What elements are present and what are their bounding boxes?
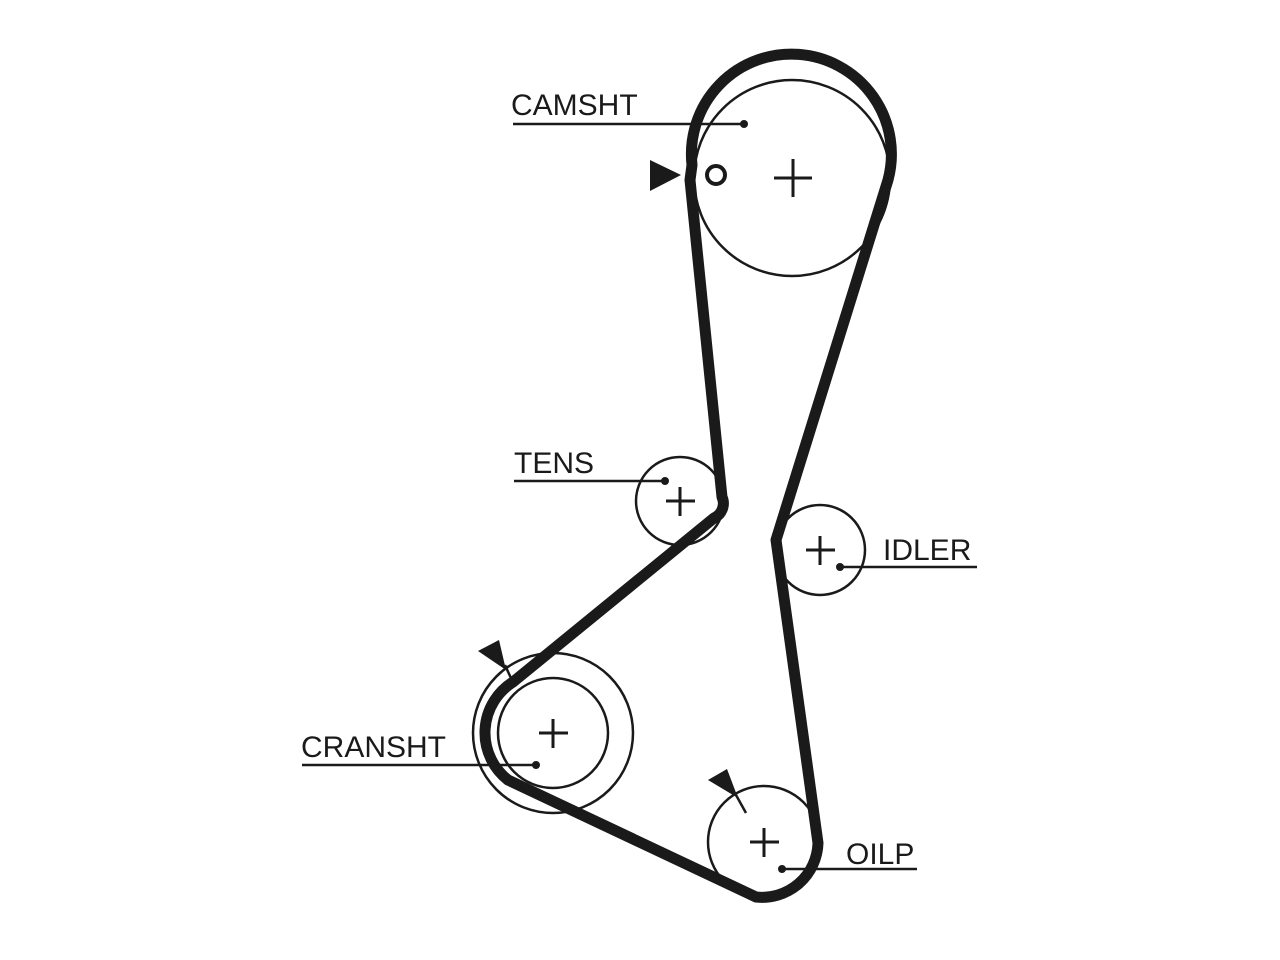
oil-pump-timing-line [734, 794, 748, 814]
idler-label: IDLER [883, 534, 971, 567]
crankshaft-label: CRANSHT [301, 731, 446, 764]
crankshaft-pulley [471, 640, 635, 815]
oil-pump-timing-arrow-icon [708, 769, 738, 798]
camshaft-timing-arrow-icon [650, 160, 681, 191]
timing-belt [479, 48, 897, 903]
idler-pulley [773, 503, 867, 597]
leader-lines [302, 120, 977, 873]
tensioner-pulley [634, 455, 726, 547]
oil-pump-label: OILP [846, 838, 914, 871]
tensioner-label: TENS [514, 447, 594, 480]
camshaft-label: CAMSHT [511, 89, 638, 122]
camshaft-timing-mark [705, 164, 727, 186]
crankshaft-timing-arrow-icon [478, 640, 506, 670]
